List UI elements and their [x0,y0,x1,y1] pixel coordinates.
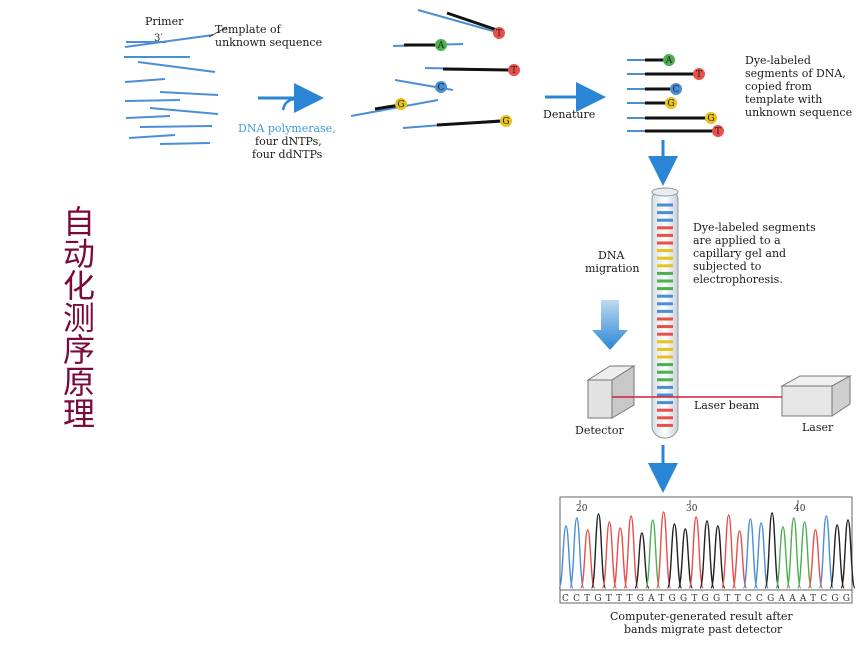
trace-peak [807,529,824,589]
dye-labeled-line5: unknown sequence [745,106,853,119]
trace-tick-label: 20 [576,504,588,514]
nucleotide-badges-panel2: T A T C G G [395,27,520,127]
side-title: 自动化测序原理 [58,205,96,429]
applied-line1: Dye-labeled segments [693,221,816,234]
applied-line5: electrophoresis. [693,273,783,286]
dye-labeled-line1: Dye-labeled [745,54,811,67]
nucleotide-badges-panel3: A T C G G T [663,54,724,137]
svg-text:C: C [438,83,445,93]
migration-arrow [592,300,628,350]
capillary-tube [651,187,679,439]
dye-labeled-line2: segments of DNA, [745,67,846,80]
template-label-line1: Template of [215,23,281,36]
trace-peak [786,517,802,589]
dntps-label: four dNTPs, [255,135,322,148]
svg-text:T: T [511,66,517,76]
svg-text:G: G [667,99,674,109]
trace-peak [699,520,715,589]
applied-line3: capillary gel and [693,247,787,260]
chromatogram [558,496,856,604]
trace-peak [601,521,618,589]
svg-text:G: G [707,114,714,124]
trace-peak [569,517,585,589]
ddntps-label: four ddNTPs [252,148,323,161]
trace-peak [775,526,791,589]
trace-peak [688,516,704,589]
laser-beam-label: Laser beam [694,399,760,412]
trace-peak [655,511,672,589]
detector-device [586,365,636,419]
template-strands [124,34,219,145]
svg-text:T: T [715,127,721,137]
laser-label: Laser [802,421,834,434]
dye-labeled-line3: copied from [745,80,812,93]
trace-peak [829,524,845,589]
trace-peak [677,528,693,589]
three-prime-label: 3′ [154,33,163,44]
denature-label: Denature [543,108,596,121]
svg-text:G: G [502,117,509,127]
template-pointer [208,26,228,38]
trace-peak [840,519,856,589]
trace-peak [721,514,737,589]
applied-line4: subjected to [693,260,762,273]
result-caption-line2: bands migrate past detector [624,623,783,636]
primer-label: Primer [145,15,184,28]
svg-text:T: T [696,70,702,80]
trace-peak [612,527,628,589]
base-call-sequence: CCTGTTTGATGGTGGTTCCGAAATCGG [562,594,850,604]
trace-peak [645,519,661,589]
trace-peak [590,513,607,589]
svg-text:T: T [496,29,502,39]
trace-peak [623,515,639,589]
dna-polymerase-label: DNA polymerase, [238,122,336,135]
trace-tick-label: 40 [794,504,806,514]
trace-peak [731,530,748,589]
trace-peak [710,525,726,589]
dye-labeled-line4: template with [745,93,823,106]
trace-peak [580,529,596,589]
trace-peak [742,518,759,589]
trace-tick-label: 30 [686,504,698,514]
svg-text:C: C [673,85,680,95]
trace-peak [818,515,834,589]
detector-label: Detector [575,424,624,437]
trace-peak [753,522,769,589]
laser-device [780,375,852,417]
result-caption-line1: Computer-generated result after [610,610,793,623]
labeled-segments [627,58,713,133]
template-label-line2: unknown sequence [215,36,323,49]
svg-text:G: G [397,100,404,110]
trace-peak [634,532,650,589]
polymerase-curve [281,98,301,111]
trace-peak [796,521,813,589]
svg-text:A: A [437,41,445,51]
svg-text:A: A [665,56,673,66]
dna-migration-line1: DNA [598,249,625,262]
trace-peak [558,525,574,589]
trace-peak [666,523,683,589]
trace-peak [764,512,780,589]
applied-line2: are applied to a [693,234,781,247]
dna-migration-line2: migration [585,262,640,275]
extended-strands [350,9,521,129]
